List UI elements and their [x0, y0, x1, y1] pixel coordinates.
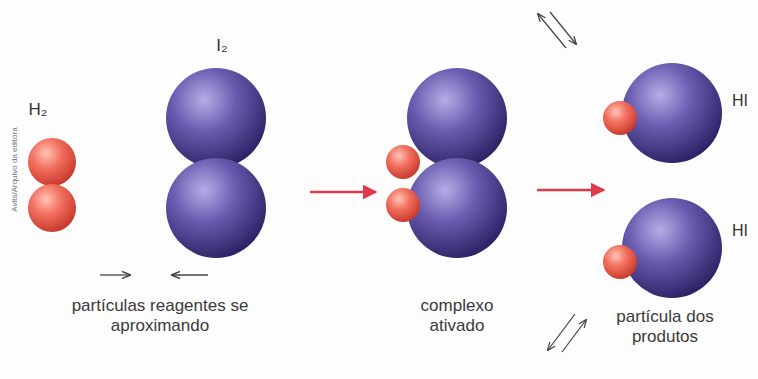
hi-molecule: [603, 63, 722, 163]
caption-label: partícula dos produtos: [610, 307, 720, 346]
formula-label: HI: [732, 92, 748, 110]
caption-label: partículas reagentes se aproximando: [65, 296, 255, 335]
i2-molecule: [166, 68, 266, 258]
approach-arrow: [100, 274, 130, 275]
reaction-arrow: [310, 191, 376, 194]
departing-arrows: [538, 12, 586, 352]
hi-molecule: [603, 198, 722, 298]
activated-complex: [386, 68, 507, 258]
formula-label: H₂: [29, 100, 48, 120]
formula-label: HI: [732, 222, 748, 240]
formula-label: I₂: [216, 36, 227, 56]
h2-molecule: [28, 138, 76, 232]
approach-arrow: [172, 274, 208, 275]
reaction-arrow: [537, 189, 604, 192]
credit-note: Avits/Arquivo da editora: [9, 128, 18, 212]
caption-label: complexo ativado: [402, 296, 512, 335]
